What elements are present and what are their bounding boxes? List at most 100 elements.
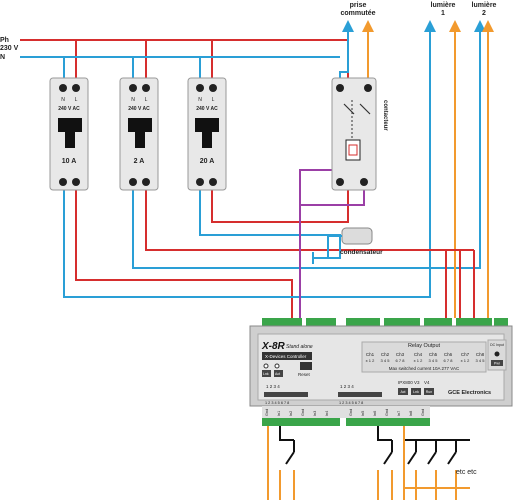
reset-label: Reset [298,372,311,377]
arrow-prise-phase [362,20,374,32]
breaker2-toggle[interactable] [128,118,152,148]
channel-label: Ch1 [366,352,375,357]
capacitor: condensateur [312,227,383,264]
power-led [494,351,500,357]
svg-text:Act: Act [275,372,280,376]
dc-input-label: DC Input [490,343,504,347]
phase-label: Ph [0,37,9,44]
switch-3[interactable] [407,451,417,465]
arrows [342,20,494,32]
device-label-box [262,352,312,360]
svg-text:Act: Act [400,390,405,394]
bottom-terminal-blocks [262,418,430,426]
svg-text:Gnd: Gnd [349,409,353,416]
channel-label: Ch4 [414,352,423,357]
arrow-prise-neutral [342,20,354,32]
light2-label-1: lumière [472,2,497,9]
svg-text:In5: In5 [361,411,365,416]
input-switches [267,426,470,500]
terminal-label: x 1 2 [461,358,470,363]
svg-text:In3: In3 [313,411,317,416]
terminal-label: 3 4 5 [381,358,391,363]
breaker-1: N L 240 V AC 10 A [49,77,89,191]
switch-1[interactable] [285,451,295,465]
switch-4[interactable] [427,451,437,465]
coil-wire-2 [300,190,365,206]
contactor-neutral-up [339,30,349,80]
light1-label-2: 1 [441,10,445,17]
svg-text:N: N [131,97,135,103]
voltage-label: 230 V [0,45,19,52]
breaker1-phase-out [75,190,293,318]
svg-text:Gnd: Gnd [301,409,305,416]
arrow-light2-neutral [474,20,486,32]
neutral-label: N [0,54,5,61]
channel-label: Ch7 [461,352,470,357]
svg-text:In1: In1 [277,411,281,416]
lnk-button[interactable] [262,370,271,377]
breaker2-phase-out [145,190,460,251]
svg-text:Lnk: Lnk [263,372,269,376]
breaker2-neutral-out [132,30,481,269]
contactor: contacteur [331,77,388,191]
channel-label: Ch8 [476,352,485,357]
wires [20,30,489,318]
relay-panel [361,341,487,373]
svg-text:N: N [61,97,65,103]
breaker1-rating: 10 A [62,158,77,165]
svg-text:N: N [198,97,202,103]
prise-label-2: commutée [340,10,375,17]
breaker-2: N L 240 V AC 2 A [119,77,159,191]
capacitor-body [341,227,373,245]
svg-text:L: L [75,97,78,103]
arrow-light1-neutral [424,20,436,32]
svg-text:In6: In6 [373,411,377,416]
phase-wire [20,39,349,80]
breaker-3: N L 240 V AC 20 A [187,77,227,191]
channel-label: Ch2 [381,352,390,357]
svg-text:Lnk: Lnk [413,390,419,394]
relay-title: Relay Output [408,343,441,349]
ipx-label: IPX800 V3 [398,380,420,385]
ipx-run-button[interactable] [424,388,434,395]
svg-text:Gnd: Gnd [421,409,425,416]
output-labels: prise commutée lumière 1 lumière 2 [340,2,496,17]
input-pins-2: 1 2 3 4 5 6 7 8 [339,401,363,405]
relay-terminals: x 1 2 3 4 5 6 7 8 x 1 2 3 4 5 6 7 8 x 1 … [366,358,486,363]
breaker3-toggle[interactable] [195,118,219,148]
v4-label: V4 [424,380,430,385]
gnd-labels: Gnd In1 In2 Gnd In3 In4 Gnd In5 In6 Gnd … [265,409,425,416]
breaker2-voltage: 240 V AC [128,106,150,112]
act-button[interactable] [274,370,283,377]
ipx-lnk-button[interactable] [411,388,421,395]
switch-2[interactable] [383,451,393,465]
contactor-coil [345,139,361,161]
breaker1-toggle[interactable] [58,118,82,148]
terminal-label: x 1 2 [366,358,375,363]
svg-text:Run: Run [426,390,432,394]
controller-subtitle: Stand alone [286,344,313,350]
power-button[interactable] [491,360,503,366]
brand-label: GCE Electronics [448,390,491,396]
breaker3-voltage: 240 V AC [196,106,218,112]
channel-label: Ch3 [396,352,405,357]
ipx-act-button[interactable] [398,388,408,395]
arrow-light2-phase [482,20,494,32]
channel-label: Ch6 [444,352,453,357]
switch-5[interactable] [447,451,457,465]
svg-text:Gnd: Gnd [265,409,269,416]
input-pin-headers [264,392,382,397]
svg-text:In2: In2 [289,411,293,416]
reset-button[interactable] [300,362,312,370]
device-label: X-Devices Controller [265,354,307,359]
terminal-label: 3 4 5 [429,358,439,363]
svg-text:In7: In7 [397,411,401,416]
breaker3-rating: 20 A [200,158,215,165]
svg-text:Pwr: Pwr [494,362,501,366]
svg-text:Gnd: Gnd [385,409,389,416]
contactor-label: contacteur [382,100,388,131]
input-group-2: 1 2 3 4 [340,384,354,389]
max-current-label: Max switched current 10A 277 VAC [389,366,460,371]
terminal-label: 6 7 8 [444,358,454,363]
